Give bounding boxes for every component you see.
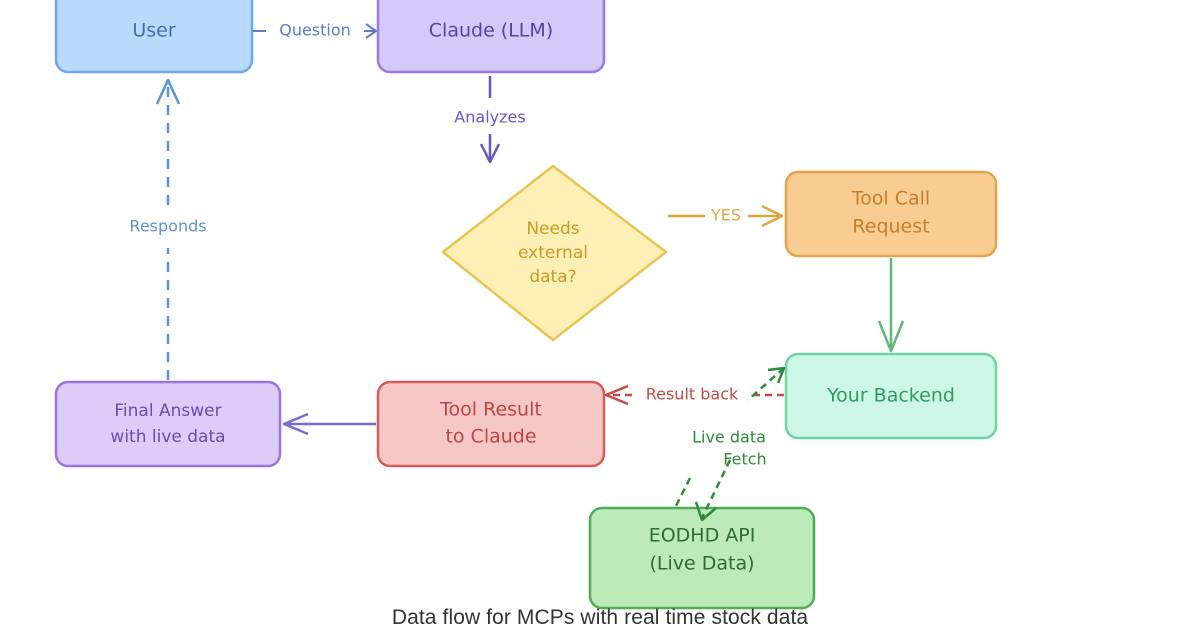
node-tool-call-line-2: Request — [852, 216, 929, 238]
edge-result-back-label: Result back — [646, 385, 739, 404]
node-user-label: User — [132, 20, 175, 42]
edge-analyzes: Analyzes — [454, 76, 526, 164]
node-tool-result-line-1: Tool Result — [439, 399, 542, 421]
edge-question: Question — [253, 21, 377, 40]
edge-live-data-label: Live data — [692, 428, 766, 447]
node-backend: Your Backend — [784, 352, 998, 440]
edge-analyzes-label: Analyzes — [454, 108, 525, 127]
node-decision: Needs external data? — [441, 164, 668, 342]
node-user: User — [54, 0, 254, 74]
edge-result-to-final — [282, 412, 376, 436]
edge-fetch-label: Fetch — [723, 450, 766, 469]
edge-tool-call-to-backend — [877, 258, 905, 353]
node-backend-label: Your Backend — [826, 385, 955, 407]
node-final-answer: Final Answer with live data — [54, 380, 282, 468]
node-claude: Claude (LLM) — [376, 0, 606, 74]
edge-yes: YES — [668, 204, 784, 228]
node-tool-call-line-1: Tool Call — [851, 188, 930, 210]
node-final-answer-line-1: Final Answer — [114, 401, 221, 421]
node-decision-line-1: Needs — [526, 219, 579, 239]
edge-question-label: Question — [279, 21, 351, 40]
figure-caption: Data flow for MCPs with real time stock … — [391, 606, 809, 629]
node-eodhd-line-1: EODHD API — [649, 525, 756, 547]
node-decision-line-2: external — [518, 243, 588, 263]
edge-responds-label: Responds — [129, 217, 206, 236]
edge-live-data-fetch: Live data Fetch — [674, 366, 786, 522]
edge-yes-label: YES — [710, 206, 741, 225]
node-tool-result-line-2: to Claude — [445, 426, 536, 448]
node-final-answer-line-2: with live data — [110, 427, 225, 447]
node-tool-result: Tool Result to Claude — [376, 380, 606, 468]
edge-responds: Responds — [129, 78, 207, 380]
node-decision-line-3: data? — [529, 267, 576, 287]
node-tool-call: Tool Call Request — [784, 170, 998, 258]
node-claude-label: Claude (LLM) — [429, 20, 553, 42]
edge-result-back: Result back — [604, 385, 784, 406]
node-eodhd-line-2: (Live Data) — [649, 553, 754, 575]
node-eodhd: EODHD API (Live Data) — [588, 506, 816, 610]
